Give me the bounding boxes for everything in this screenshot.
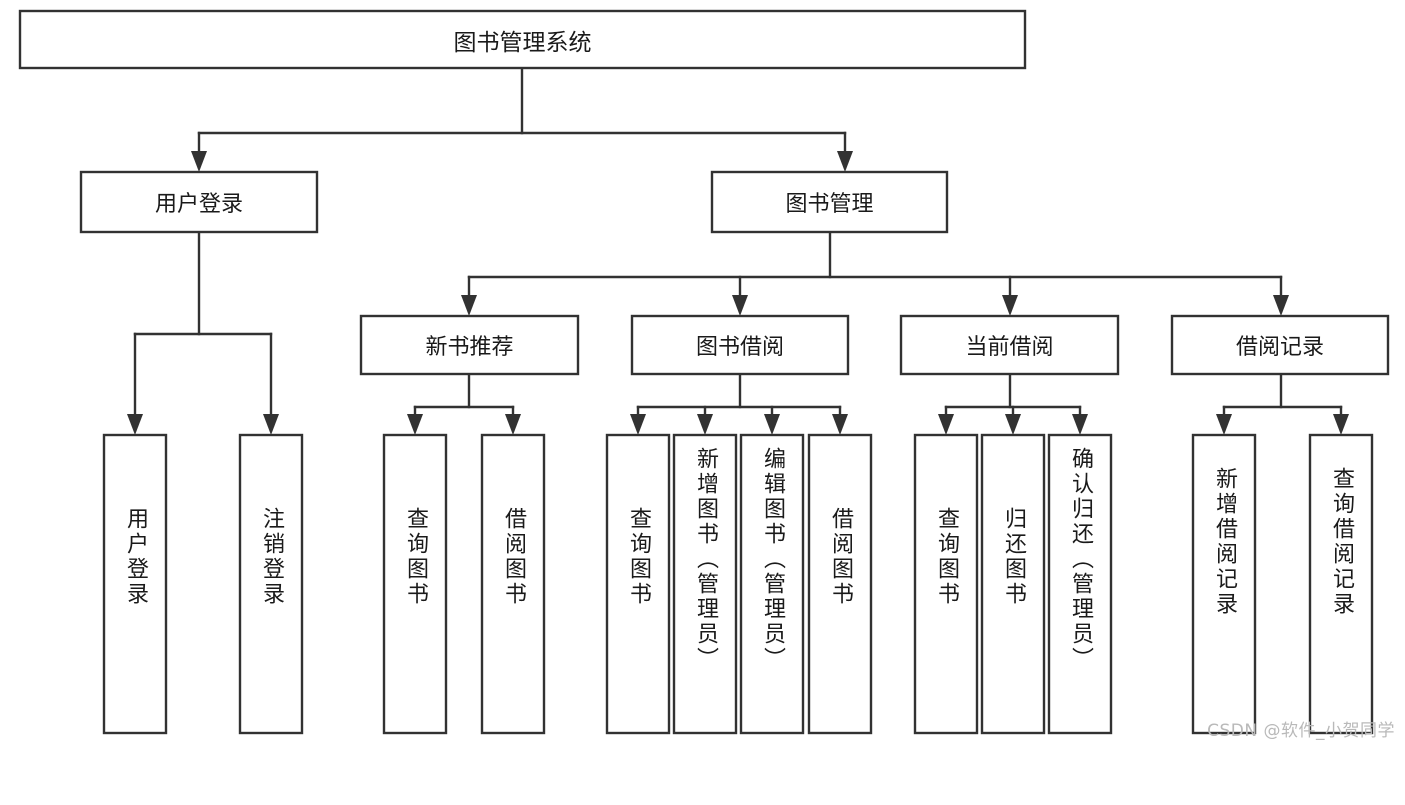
leaf-borrow-book-2[interactable] [739, 433, 805, 735]
connector-group-book-manage [461, 230, 1289, 316]
connector-group-current-borrow [938, 372, 1088, 435]
connector-group-user-login [127, 230, 279, 435]
node-borrow-record[interactable] [1170, 314, 1390, 376]
connector-group-borrow-record [1216, 372, 1349, 435]
connector-group-new-book [407, 372, 521, 435]
leaf-borrow-book-1[interactable] [672, 433, 738, 735]
leaf-current-borrow-2[interactable] [1047, 433, 1113, 735]
node-book-manage[interactable] [710, 170, 949, 234]
leaf-current-borrow-1[interactable] [980, 433, 1046, 735]
leaf-user-login-0[interactable] [102, 433, 168, 735]
node-root[interactable] [18, 9, 1027, 70]
leaf-current-borrow-0[interactable] [913, 433, 979, 735]
leaf-borrow-book-3[interactable] [807, 433, 873, 735]
flowchart-canvas [18, 9, 1390, 735]
watermark-text: CSDN @软件_小贺同学 [1207, 721, 1395, 741]
flowchart-diagram: 图书管理系统 用户登录 图书管理 新书推荐 图书借阅 当前借阅 借阅记录 用户登… [18, 9, 1395, 741]
leaf-user-login-1[interactable] [238, 433, 304, 735]
leaf-borrow-book-0[interactable] [605, 433, 671, 735]
node-user-login[interactable] [79, 170, 319, 234]
leaf-new-book-1[interactable] [480, 433, 546, 735]
node-current-borrow[interactable] [899, 314, 1120, 376]
leaf-new-book-0[interactable] [382, 433, 448, 735]
connector-group-borrow-book [630, 372, 848, 435]
leaf-borrow-record-1[interactable] [1308, 433, 1374, 735]
node-new-book-recommend[interactable] [359, 314, 580, 376]
connector-group-root [191, 66, 853, 172]
node-book-borrow[interactable] [630, 314, 850, 376]
leaf-borrow-record-0[interactable] [1191, 433, 1257, 735]
